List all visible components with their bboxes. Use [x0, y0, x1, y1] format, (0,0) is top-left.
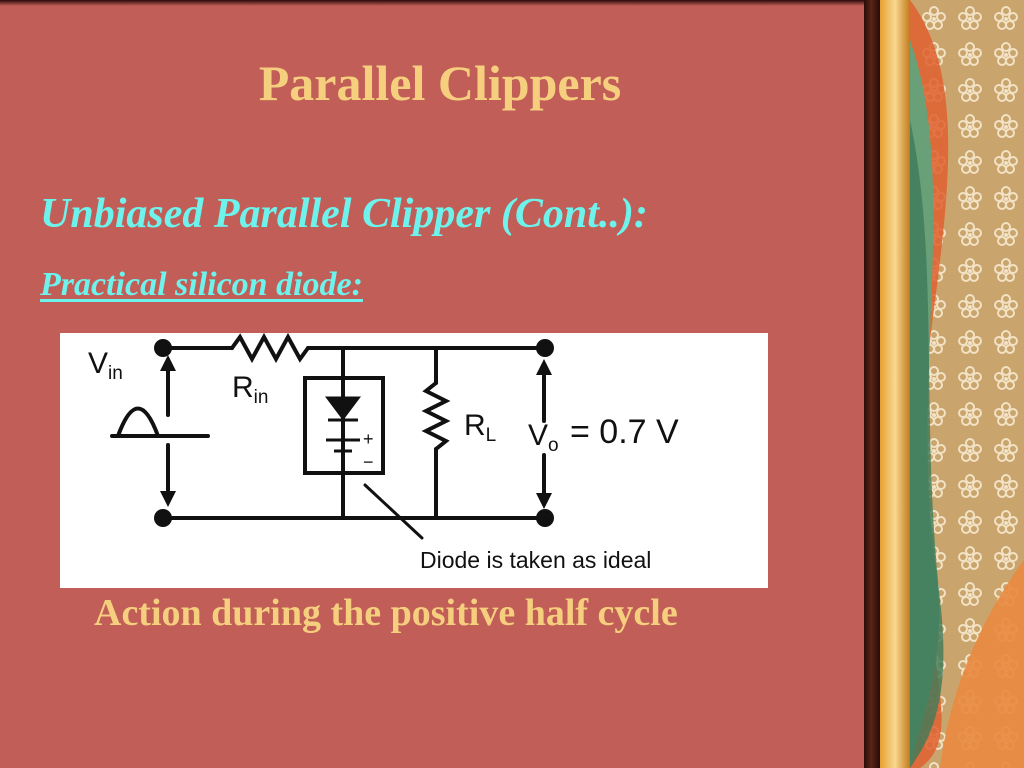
rl-resistor: [421, 381, 451, 451]
vin-arrowhead-up: [160, 355, 176, 371]
terminal-bottom-left: [154, 509, 172, 527]
terminal-top-right: [536, 339, 554, 357]
terminal-bottom-right: [536, 509, 554, 527]
minus-sign: −: [363, 452, 374, 472]
slide-divider-bar: [864, 0, 882, 768]
plus-sign: +: [363, 429, 374, 449]
vin-arrowhead-down: [160, 491, 176, 507]
slide-title: Parallel Clippers: [258, 55, 622, 111]
circuit-diagram: Vin Rin RL Vo = 0.7 V + − Diode is taken…: [60, 333, 768, 588]
slide-main-area: Parallel Clippers Unbiased Parallel Clip…: [0, 0, 880, 768]
vo-label: Vo: [528, 419, 559, 456]
orange-fold-bottom: [940, 560, 1024, 768]
vo-arrowhead-up: [536, 359, 552, 375]
slide-caption: Action during the positive half cycle: [94, 592, 678, 634]
slide-subsubtitle: Practical silicon diode:: [40, 266, 363, 303]
terminal-top-left: [154, 339, 172, 357]
dark-green-ribbon: [910, 120, 944, 768]
diode-triangle: [325, 396, 361, 421]
vin-label: Vin: [88, 347, 123, 384]
vo-value: = 0.7 V: [570, 413, 679, 451]
diode-model-box: [303, 376, 385, 475]
note-pointer-line: [363, 483, 424, 540]
rin-resistor: [230, 333, 310, 364]
slide-subtitle: Unbiased Parallel Clipper (Cont..):: [40, 191, 648, 237]
gold-stripe: [880, 0, 910, 768]
decorative-side-panel: [880, 0, 1024, 768]
rl-label: RL: [464, 409, 496, 446]
vin-half-sine: [116, 406, 160, 438]
vo-arrowhead-down: [536, 493, 552, 509]
rin-label: Rin: [232, 371, 268, 408]
diode-note: Diode is taken as ideal: [420, 547, 651, 573]
